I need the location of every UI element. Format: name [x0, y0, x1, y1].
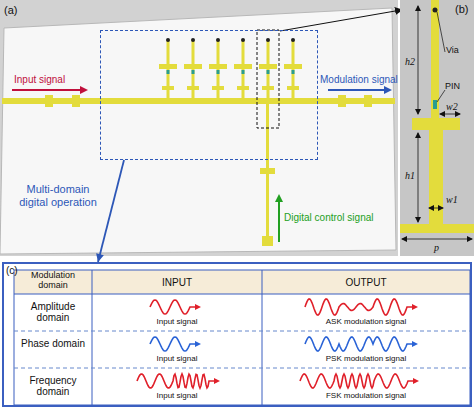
unit-cell — [184, 38, 202, 98]
dimension-label: p — [434, 242, 439, 253]
dimension-label: h1 — [405, 170, 415, 181]
leader-line — [437, 12, 445, 52]
node-text: Multi-domain digital operation — [11, 183, 105, 208]
zoom-leader — [280, 10, 401, 31]
table-header-cell: INPUT — [92, 277, 262, 288]
row-heading: Amplitude domain — [18, 301, 88, 323]
dimension-line — [402, 239, 472, 240]
line-segment — [400, 224, 474, 233]
table-rule — [14, 368, 470, 369]
unit-cell — [234, 38, 252, 98]
bias-pad — [260, 168, 275, 174]
signal-name: Input signal — [14, 74, 65, 85]
waveform-caption: Input signal — [92, 355, 262, 364]
unit-cell-highlight — [257, 30, 279, 128]
dimension-label: w2 — [446, 101, 458, 112]
dimension-line — [418, 6, 419, 114]
waveform — [150, 300, 199, 314]
via-hole — [433, 8, 438, 13]
table-header — [14, 270, 470, 294]
dimension-label: w1 — [446, 194, 458, 205]
bias-pad — [262, 236, 273, 246]
board — [0, 8, 396, 254]
line-pad — [45, 95, 53, 107]
panel-label: (b) — [455, 3, 468, 15]
table-frame — [14, 270, 470, 405]
table-rule — [262, 270, 263, 405]
panel-background — [0, 0, 398, 256]
waveform-caption: ASK modulation signal — [262, 318, 470, 327]
leader-line — [437, 90, 445, 102]
input-arrow — [12, 89, 86, 91]
part-name: PIN — [445, 82, 460, 92]
waveform — [300, 374, 417, 388]
row-heading: Frequency domain — [18, 375, 88, 397]
waveform — [305, 337, 416, 351]
stub-lower — [429, 130, 443, 224]
panel-background — [400, 0, 474, 256]
signal-name: Modulation signal — [320, 74, 398, 85]
transmission-line — [2, 98, 395, 104]
waveform — [137, 374, 218, 388]
connector-line — [98, 160, 124, 262]
panel-label: (a) — [4, 4, 17, 16]
unit-cell — [259, 38, 277, 98]
waveform-caption: Input signal — [92, 318, 262, 327]
unit-cell — [284, 38, 302, 98]
table-header-cell: OUTPUT — [262, 277, 470, 288]
table-rule — [14, 294, 470, 295]
control-arrow — [278, 196, 280, 242]
arrow-head — [96, 253, 104, 262]
line-pad — [338, 95, 346, 107]
connector — [96, 160, 124, 262]
dimension-line — [440, 114, 460, 115]
dimension-line — [429, 208, 443, 209]
waveform-caption: FSK modulation signal — [262, 392, 470, 401]
waveform-caption: PSK modulation signal — [262, 355, 470, 364]
waveform — [150, 337, 199, 351]
line-pad — [364, 95, 372, 107]
stub-pad — [412, 118, 460, 130]
waveform-caption: Input signal — [92, 392, 262, 401]
waveform — [305, 299, 416, 315]
signal-name: Digital control signal — [284, 212, 374, 223]
node-text: (c) — [6, 265, 18, 277]
row-heading: Phase domain — [18, 338, 88, 349]
dashed-region: Multi-domain digital operation — [100, 30, 318, 160]
pin-diode — [433, 100, 437, 109]
dimension-label: h2 — [405, 56, 415, 67]
table-rule — [14, 331, 470, 332]
dimension-line — [418, 133, 419, 222]
line-pad — [72, 95, 80, 107]
table-rule — [92, 270, 93, 405]
table-header-cell: Modulation domain — [18, 271, 88, 291]
unit-cell — [159, 38, 177, 98]
part-name: Via — [446, 46, 459, 56]
unit-cell — [209, 38, 227, 98]
output-arrow — [328, 89, 390, 91]
